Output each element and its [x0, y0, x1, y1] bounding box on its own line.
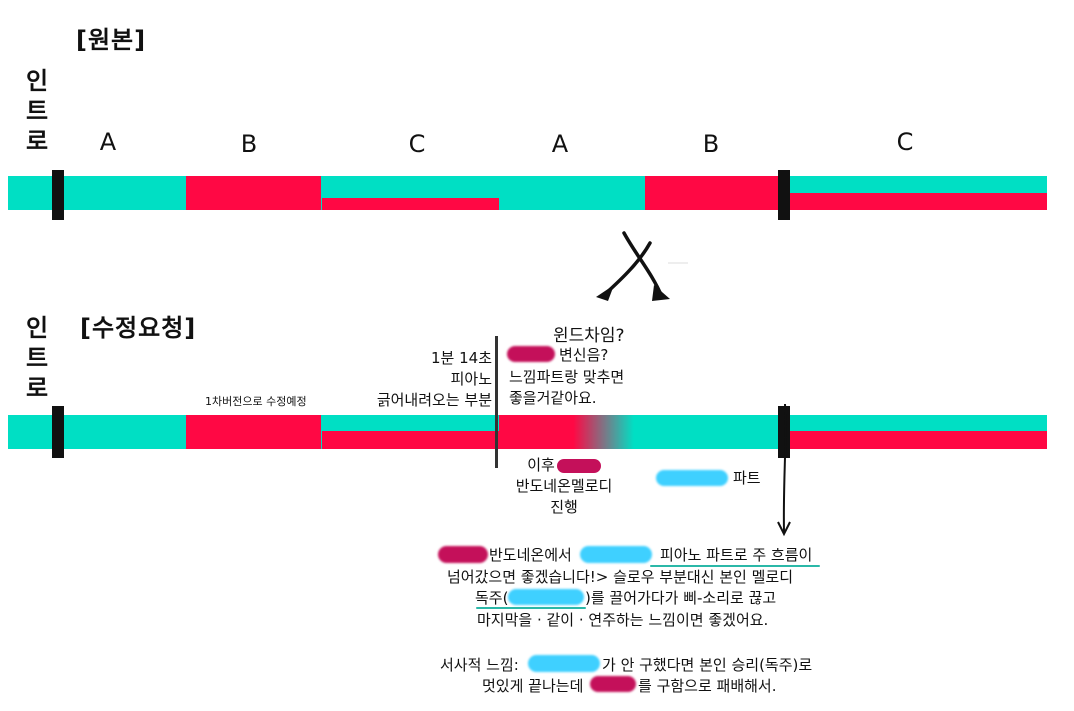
time-note-line: 피아노: [450, 370, 492, 388]
segment-label-b1: B: [240, 130, 258, 158]
intro-char: 트: [25, 344, 49, 372]
time-marker-line: [495, 336, 498, 468]
question-title: 윈드차임?: [553, 326, 625, 346]
main-text: 서사적 느낌:: [440, 656, 519, 674]
after-note: 이후 반도네온멜로디 진행: [494, 455, 634, 518]
segment-label-c2: C: [896, 128, 914, 156]
main-text: 가 안 구했다면 본인 승리(독주)로: [602, 656, 813, 674]
intro-char: 인: [25, 314, 49, 342]
time-note-line: 1분 14초: [431, 349, 492, 367]
after-note-line: 반도네온멜로디: [515, 477, 613, 495]
bar-c2-red-strip: [788, 431, 1047, 449]
redaction-red: [438, 546, 488, 563]
redaction-blue: [528, 655, 600, 672]
original-title: [원본]: [76, 26, 147, 54]
bar-a2: [634, 415, 780, 449]
after-note-line: 이후: [494, 455, 634, 476]
bar-intro-a: [8, 176, 186, 210]
main-text: 피아노 파트로 주 흐름이: [660, 546, 813, 564]
marker-c2-start: [778, 406, 790, 458]
redaction-red: [507, 346, 555, 362]
segment-label-a1: A: [99, 128, 117, 156]
main-text: 마지막을 · 같이 · 연주하는 느낌이면 좋겠어요.: [477, 611, 769, 629]
redaction-red: [590, 676, 636, 692]
main-text: 를 구함으로 패배해서.: [638, 677, 777, 695]
highlight-underline: [650, 565, 820, 567]
down-arrow-icon: [777, 403, 791, 537]
question-line: 변신음?: [559, 346, 609, 364]
segment-label-a2: A: [551, 130, 569, 158]
marker-intro-end: [52, 406, 64, 458]
bar-transition: [499, 415, 634, 449]
bar-c-red-strip: [322, 431, 499, 449]
question-line: 좋을거같아요.: [509, 389, 597, 407]
main-text: 독주(: [475, 589, 509, 607]
marker-c2-start: [778, 170, 790, 220]
bar-b1: [186, 415, 321, 449]
intro-char: 로: [25, 127, 49, 155]
main-text: 반도네온에서: [489, 546, 572, 564]
main-text: 멋있게 끝나는데: [482, 677, 584, 695]
redaction-blue: [508, 589, 584, 605]
bar-intro-a: [8, 415, 186, 449]
bar-c-red-strip: [322, 198, 499, 210]
revised-intro-label: 인 트 로: [22, 313, 52, 403]
revised-title: [수정요청]: [80, 314, 197, 342]
time-note: 1분 14초 피아노 긁어내려오는 부분: [350, 348, 492, 411]
segment-label-b2: B: [702, 130, 720, 158]
intro-char: 인: [25, 67, 49, 95]
part-note: 파트: [733, 469, 761, 487]
redaction-blue: [656, 470, 728, 486]
after-note-line: 진행: [550, 498, 578, 516]
segment-label-c1: C: [408, 130, 426, 158]
after-note-text: 이후: [527, 456, 555, 474]
cross-arrows-icon: [596, 231, 688, 301]
bar-c2-red-strip: [788, 193, 1047, 210]
main-text: 넘어갔으면 좋겠습니다!> 슬로우 부분대신 본인 멜로디: [447, 568, 794, 586]
redaction-red: [556, 458, 601, 473]
question-line: 느낌파트랑 맞추면: [509, 368, 625, 386]
time-note-line: 긁어내려오는 부분: [376, 391, 492, 409]
marker-intro-end: [52, 170, 64, 220]
main-text: )를 끌어가다가 삐-소리로 끊고: [585, 589, 777, 607]
bar-b1: [186, 176, 321, 210]
intro-char: 로: [25, 374, 49, 402]
bar-b2: [645, 176, 780, 210]
bar-note: 1차버전으로 수정예정: [205, 395, 307, 408]
intro-char: 트: [25, 97, 49, 125]
original-intro-label: 인 트 로: [22, 66, 52, 156]
redaction-blue: [580, 546, 652, 563]
highlight-underline: [476, 607, 586, 609]
